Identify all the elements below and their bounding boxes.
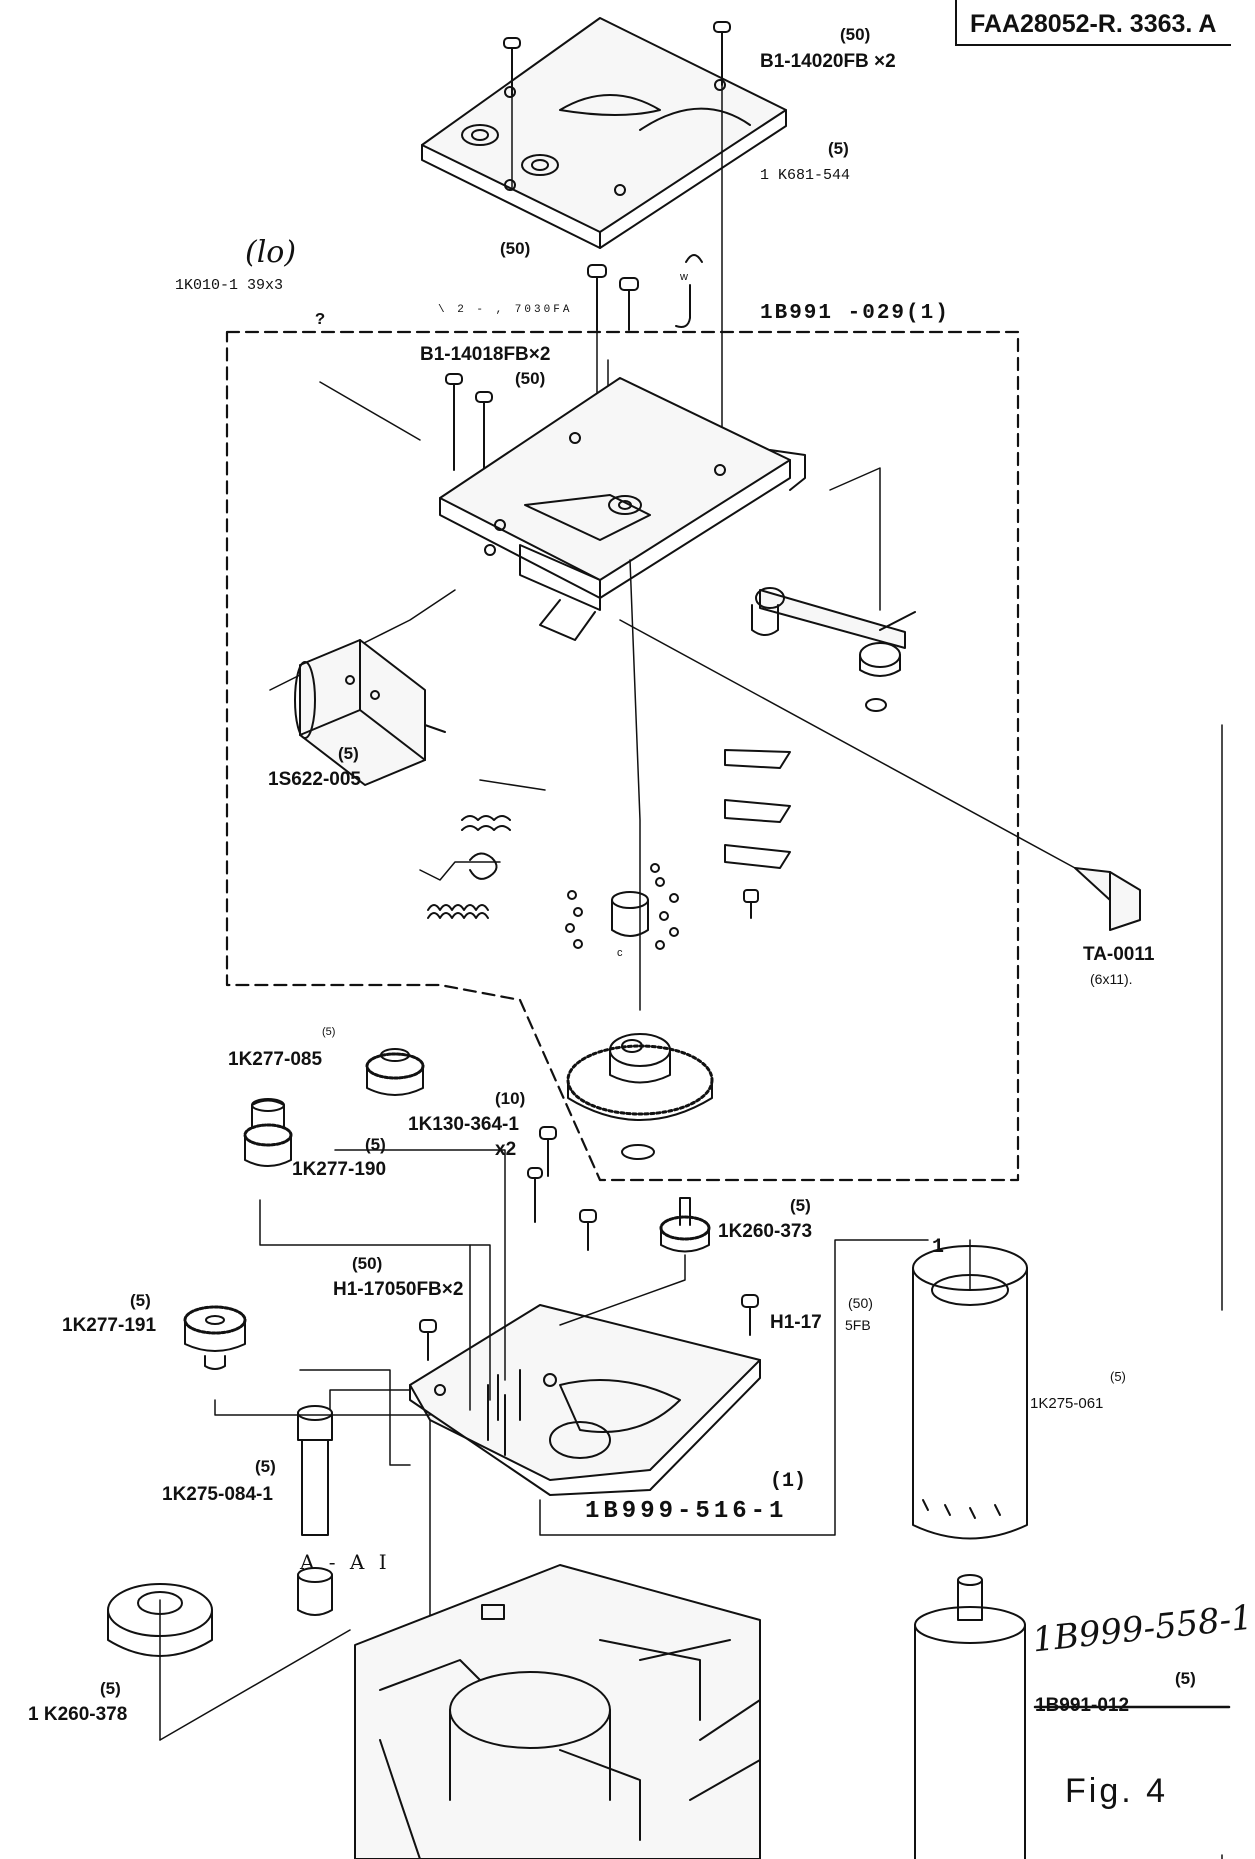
callout-qty-1k260-378: (5): [100, 1679, 121, 1698]
cover-screws: [503, 21, 731, 431]
gear-1k277-191: [183, 1305, 247, 1370]
spring-hook: [675, 254, 703, 328]
callout-part-1k277-190: 1K277-190: [292, 1159, 387, 1180]
callout-part-1k130-364-1: 1K130-364-1: [408, 1114, 519, 1135]
callout-part-1k277-191: 1K277-191: [62, 1315, 157, 1336]
callout-qty-1k130-364-1: (10): [495, 1089, 526, 1108]
callout-qty-1k275-084-1: (5): [255, 1457, 276, 1476]
lower-screws: [419, 1126, 759, 1361]
drive-motor: [294, 639, 446, 786]
spool-motor: [914, 1574, 1026, 1859]
callout-qty-50-mid: (50): [500, 239, 531, 258]
callout-part-x2: x2: [495, 1139, 517, 1160]
callout-part-b1-14018fb: B1-14018FB×2: [420, 344, 551, 365]
callout-part-1b991-029: 1B991 -029(1): [760, 302, 950, 325]
callout-part-7030fa: \ 2 - , 7030FA: [438, 304, 573, 316]
lower-leader-lines: [159, 1149, 929, 1741]
main-spur-gear: [566, 1033, 714, 1160]
callout-part-1k275-084-1: 1K275-084-1: [162, 1484, 273, 1505]
callout-part-h1-17050fb: H1-17050FB×2: [333, 1279, 464, 1300]
callout-part-5fb: 5FB: [845, 1317, 871, 1333]
callout-qty-1b999-516-1: (1): [770, 1470, 807, 1493]
callout-part-ta-0011: TA-0011: [1083, 944, 1155, 965]
callout-qty-1k277-085: (5): [322, 1026, 336, 1038]
subassembly-dashed-outline: [225, 330, 1020, 1182]
callout-part-h1-17: H1-17: [770, 1312, 822, 1333]
callout-part-1k277-085: 1K277-085: [228, 1049, 323, 1070]
gear-base-plate: [409, 1304, 761, 1496]
callout-spool-index: 1: [932, 1236, 945, 1259]
document-id: FAA28052-R. 3363. A: [970, 10, 1217, 38]
callout-qty-1k260-373: (5): [790, 1196, 811, 1215]
callout-qty-5fb: (50): [848, 1295, 873, 1311]
callout-qty-1k277-191: (5): [130, 1291, 151, 1310]
callout-qty-1k010-1: (lo): [245, 235, 297, 270]
callout-part-1k260-373: 1K260-373: [718, 1221, 813, 1242]
callout-qty-b1-14018fb: (50): [515, 369, 546, 388]
callout-qty-1k277-190: (5): [365, 1135, 386, 1154]
callout-question-mark: ?: [315, 311, 326, 330]
callout-part-ta-0011-size: (6x11).: [1090, 971, 1133, 987]
callout-qty-1s622-005: (5): [338, 744, 359, 763]
callout-qty-b1-14020fb: (50): [840, 25, 871, 44]
figure-label: Fig. 4: [1065, 1772, 1169, 1810]
detent-levers: [724, 749, 791, 919]
document-id-box: [955, 0, 1231, 46]
callout-mark-w: w: [680, 271, 688, 283]
gear-1k277-085: [365, 1048, 425, 1096]
callout-part-1k010-1: 1K010-1 39x3: [175, 277, 284, 294]
callout-qty-1b991-012: (5): [1175, 1669, 1196, 1688]
callout-qty-1k275-061: (5): [1110, 1369, 1126, 1384]
top-cover-plate: [421, 17, 787, 249]
adhesive-tape: [1074, 867, 1141, 931]
callout-section-a-a: A - A I: [300, 1550, 391, 1574]
callout-part-b1-14020fb: B1-14020FB ×2: [760, 51, 896, 72]
coil-springs: [419, 779, 546, 919]
drive-shaft: [297, 1405, 333, 1616]
callout-part-1k681-544: 1 K681-544: [760, 167, 851, 184]
callout-part-1k260-378: 1 K260-378: [28, 1704, 128, 1725]
callout-part-1b991-012: 1B991-012: [1035, 1695, 1130, 1716]
gear-1k260-373: [659, 1197, 711, 1253]
camera-body: [354, 1564, 761, 1859]
callout-part-1k275-061: 1K275-061: [1030, 1395, 1104, 1412]
lever-assembly: [751, 587, 916, 712]
mechanism-frame: [439, 377, 806, 641]
gear-1k277-190: [243, 1098, 293, 1167]
rewind-knob: [107, 1583, 213, 1657]
callout-mark-c: c: [617, 947, 623, 959]
exploded-assembly-drawing: [107, 17, 1231, 1859]
callout-part-1b999-516-1: 1B999-516-1: [585, 1498, 788, 1525]
callout-qty-1k681-544: (5): [828, 139, 849, 158]
ball-bearing: [565, 863, 679, 950]
callout-part-1s622-005: 1S622-005: [268, 769, 361, 790]
film-spool: [912, 1239, 1028, 1540]
callout-qty-h1-17050fb: (50): [352, 1254, 383, 1273]
